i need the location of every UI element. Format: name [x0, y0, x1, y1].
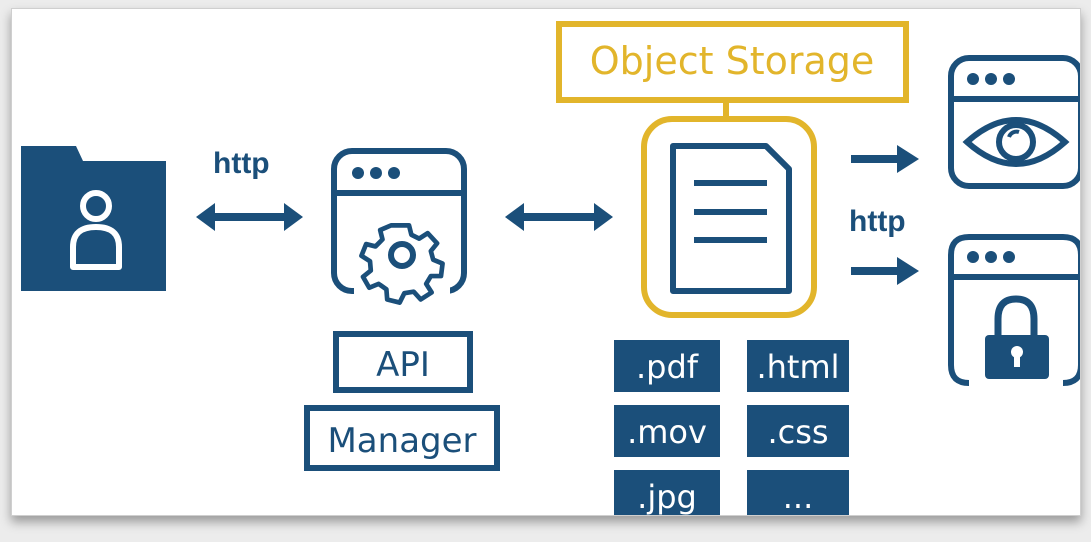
document-icon [641, 116, 817, 318]
api-label-box: API [333, 331, 473, 393]
eye-window-icon [948, 55, 1080, 189]
file-type-grid: .pdf .html .mov .css .jpg... [614, 340, 849, 515]
object-storage-label: Object Storage [590, 39, 875, 83]
file-type-label: .jpg [637, 478, 697, 515]
file-type-tile: .pdf [614, 340, 720, 392]
http-label-left: http [213, 147, 270, 180]
diagram-frame: http API Manager Object Storage [11, 8, 1081, 516]
file-type-label: .html [756, 348, 839, 386]
double-arrow-icon [196, 203, 303, 231]
file-type-label: .mov [627, 413, 707, 451]
object-storage-diagram: http API Manager Object Storage [21, 21, 1080, 515]
object-storage-label-box: Object Storage [556, 21, 909, 119]
user-folder-icon [21, 146, 166, 291]
manager-label-box: Manager [304, 405, 500, 471]
double-arrow-icon [505, 203, 613, 231]
file-type-tile: .mov [614, 405, 720, 457]
file-type-tile: .html [747, 340, 849, 392]
file-type-tile: .css [747, 405, 849, 457]
arrow-right-icon [851, 145, 919, 173]
file-type-label: ... [783, 478, 814, 515]
http-label-right: http [849, 205, 906, 238]
manager-label: Manager [327, 421, 476, 461]
file-type-tile: ... [747, 470, 849, 515]
file-type-label: .css [767, 413, 828, 451]
file-type-label: .pdf [636, 348, 699, 386]
gear-window-icon [331, 148, 467, 305]
api-label: API [376, 345, 430, 385]
file-type-tile: .jpg [614, 470, 720, 515]
lock-window-icon [948, 234, 1080, 386]
arrow-right-icon [851, 257, 919, 285]
